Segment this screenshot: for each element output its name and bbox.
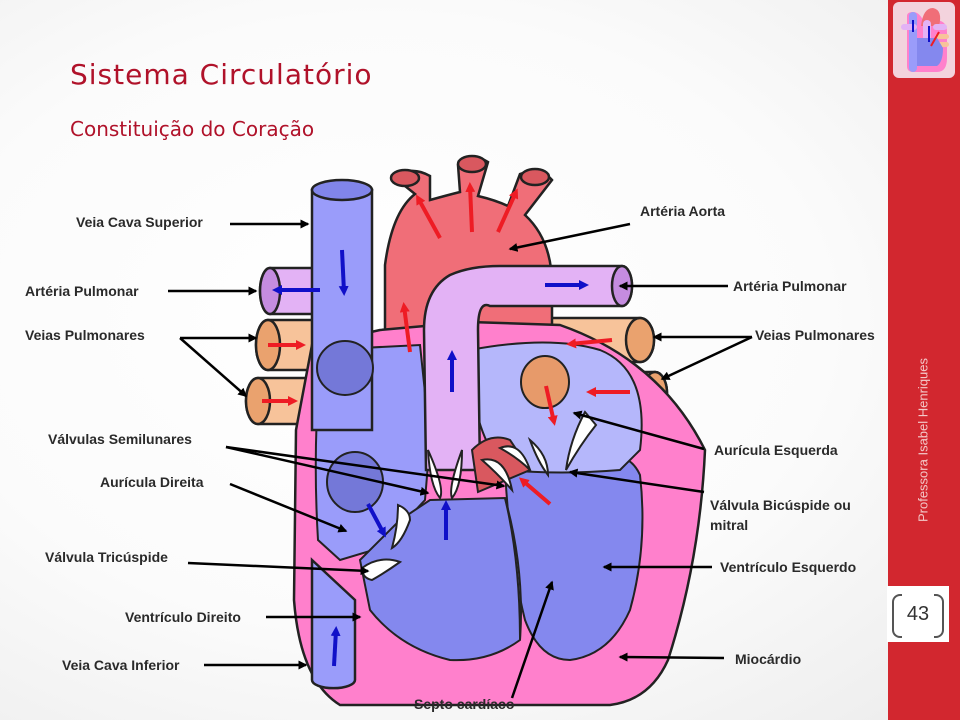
label-veia-cava-superior: Veia Cava Superior (76, 214, 203, 230)
leader-lines (168, 219, 753, 699)
oxygenated-flow-arrows (262, 182, 630, 506)
deoxygenated-flow-arrows (272, 249, 589, 667)
label-arteria-pulmonar-right: Artéria Pulmonar (733, 278, 847, 294)
slide-title: Sistema Circulatório (70, 58, 373, 91)
label-veias-pulmonares-right: Veias Pulmonares (755, 327, 875, 343)
page-number-box: 43 (887, 586, 949, 642)
inferior-vena-cava (310, 557, 357, 690)
label-arteria-pulmonar-left: Artéria Pulmonar (25, 283, 139, 299)
label-valvula-tricuspide: Válvula Tricúspide (45, 549, 168, 565)
label-valvulas-semilunares: Válvulas Semilunares (48, 431, 192, 447)
tricuspid-valve (360, 503, 412, 582)
septum (504, 497, 521, 641)
svc-opening (316, 340, 374, 396)
pulmonary-vein-opening (520, 355, 570, 409)
label-auricula-direita: Aurícula Direita (100, 474, 204, 490)
left-bracket (892, 594, 902, 638)
label-valvula-bicuspide-line1: Válvula Bicúspide ou (710, 497, 851, 513)
heart-thumbnail-icon (893, 2, 955, 78)
page-number: 43 (906, 603, 930, 625)
label-septo-cardiaco: Septo cardíaco (414, 696, 515, 712)
bicuspid-valve (527, 410, 598, 478)
slide-subtitle: Constituição do Coração (70, 117, 315, 141)
right-bracket (934, 594, 944, 638)
label-auricula-esquerda: Aurícula Esquerda (714, 442, 838, 458)
label-ventriculo-esquerdo: Ventrículo Esquerdo (720, 559, 857, 575)
label-miocardio: Miocárdio (735, 651, 802, 667)
label-veias-pulmonares-left: Veias Pulmonares (25, 327, 145, 343)
semilunar-valves (427, 445, 531, 500)
label-veia-cava-inferior: Veia Cava Inferior (62, 657, 180, 673)
label-valvula-bicuspide-line2: mitral (710, 517, 749, 533)
label-arteria-aorta: Artéria Aorta (640, 203, 726, 219)
label-ventriculo-direito: Ventrículo Direito (125, 609, 241, 625)
